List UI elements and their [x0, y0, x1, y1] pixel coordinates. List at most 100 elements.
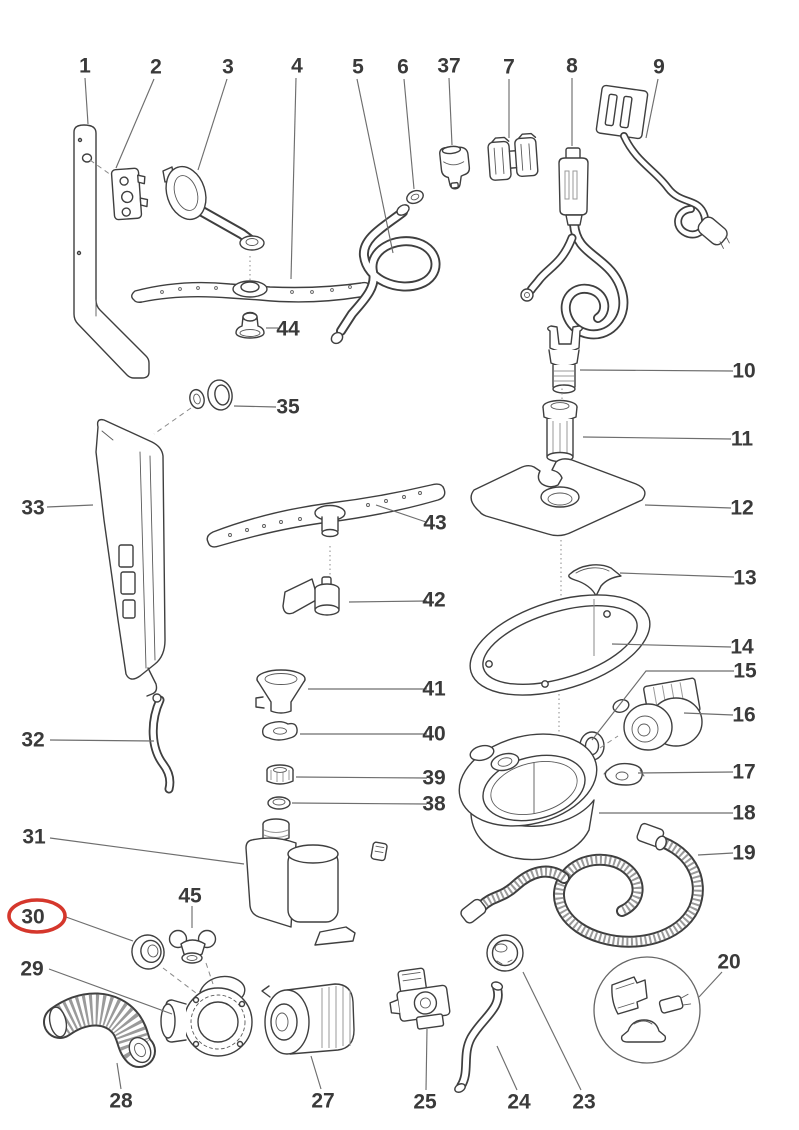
leader-line-30 — [65, 916, 134, 942]
leader-line-5 — [356, 78, 394, 254]
part-label-28: 28 — [109, 1090, 133, 1113]
part-label-31: 31 — [22, 826, 46, 849]
part-label-4: 4 — [291, 55, 303, 78]
part-40-illustration — [261, 721, 298, 741]
part-13-illustration — [568, 564, 622, 597]
part-label-10: 10 — [732, 360, 755, 383]
part-label-18: 18 — [732, 802, 756, 825]
part-4-illustration — [131, 280, 370, 303]
leader-line-27 — [310, 1055, 322, 1090]
leader-line-14 — [611, 643, 732, 648]
leader-line-1 — [84, 77, 89, 125]
part-label-33: 33 — [21, 497, 44, 520]
part-29-illustration — [160, 975, 253, 1057]
leader-line-11 — [582, 436, 732, 440]
part-label-12: 12 — [730, 497, 753, 520]
part-label-2: 2 — [150, 56, 162, 79]
leader-line-25 — [425, 1028, 428, 1091]
part-37-illustration — [439, 145, 471, 190]
part-30-illustration — [131, 934, 165, 970]
part-2-illustration — [110, 167, 149, 221]
part-label-29: 29 — [20, 958, 43, 981]
guide-line-8 — [599, 735, 619, 749]
leader-line-12 — [644, 504, 732, 509]
guide-line-10 — [205, 962, 214, 985]
part-label-6: 6 — [397, 56, 409, 79]
part-9-illustration — [595, 84, 730, 249]
part-label-30: 30 — [21, 906, 44, 929]
part-27-illustration — [261, 983, 355, 1055]
part-44-illustration — [235, 311, 265, 339]
part-18-illustration — [458, 733, 598, 861]
leader-line-28 — [116, 1062, 122, 1090]
leader-line-24 — [496, 1045, 518, 1091]
part-5-illustration — [330, 204, 441, 345]
part-label-11: 11 — [731, 428, 754, 451]
leader-line-9 — [645, 78, 659, 139]
part-10-illustration — [547, 325, 583, 394]
leader-line-29 — [48, 968, 173, 1015]
leader-line-33 — [46, 504, 94, 508]
part-32-illustration — [148, 695, 175, 794]
leader-line-16 — [683, 712, 734, 716]
part-label-44: 44 — [276, 318, 300, 341]
leader-line-42 — [348, 600, 428, 603]
leader-line-39 — [295, 776, 428, 779]
part-16-illustration — [612, 677, 703, 751]
part-19-illustration — [460, 822, 704, 948]
part-23-illustration — [486, 934, 524, 972]
part-label-16: 16 — [732, 704, 755, 727]
part-1-illustration — [73, 124, 150, 379]
part-label-15: 15 — [733, 660, 757, 683]
part-label-3: 3 — [222, 56, 234, 79]
highlight-layer — [7, 898, 67, 934]
leader-line-3 — [197, 78, 228, 171]
leader-line-2 — [115, 78, 155, 169]
part-12-illustration — [470, 458, 646, 537]
part-6-illustration — [406, 189, 424, 205]
leader-line-35 — [233, 405, 277, 408]
part-17-illustration — [603, 762, 645, 786]
part-28-illustration — [43, 992, 156, 1068]
leader-line-10 — [579, 369, 734, 372]
part-label-40: 40 — [422, 723, 445, 746]
leader-line-17 — [637, 771, 734, 774]
part-20-illustration — [593, 956, 701, 1064]
leader-lines — [46, 77, 735, 1091]
part-label-35: 35 — [276, 396, 300, 419]
part-43-illustration — [206, 483, 446, 548]
highlight-circle-part-30 — [7, 898, 67, 934]
construction-guides — [89, 159, 619, 994]
part-label-7: 7 — [503, 56, 515, 79]
part-label-27: 27 — [311, 1090, 334, 1113]
part-label-42: 42 — [422, 589, 445, 612]
part-label-43: 43 — [423, 512, 446, 535]
leader-line-19 — [697, 852, 734, 856]
part-label-14: 14 — [730, 636, 754, 659]
part-3-illustration — [162, 165, 265, 251]
part-38-illustration — [267, 796, 291, 810]
part-14-illustration — [469, 594, 651, 696]
leader-line-32 — [49, 739, 155, 742]
part-label-24: 24 — [507, 1091, 531, 1114]
leader-line-15 — [591, 670, 734, 741]
part-label-41: 41 — [422, 678, 446, 701]
part-31-illustration — [245, 818, 388, 946]
part-label-45: 45 — [178, 885, 202, 908]
part-label-13: 13 — [733, 567, 756, 590]
part-11-illustration — [542, 399, 578, 463]
part-illustrations — [43, 84, 730, 1093]
part-39-illustration — [266, 764, 294, 785]
part-label-32: 32 — [21, 729, 44, 752]
leader-line-4 — [290, 77, 297, 280]
part-7-illustration — [487, 132, 539, 181]
part-label-9: 9 — [653, 56, 665, 79]
leader-line-37 — [448, 77, 453, 146]
part-label-38: 38 — [422, 793, 446, 816]
part-label-23: 23 — [572, 1091, 595, 1114]
part-42-illustration — [282, 576, 340, 616]
leader-line-38 — [291, 802, 428, 805]
